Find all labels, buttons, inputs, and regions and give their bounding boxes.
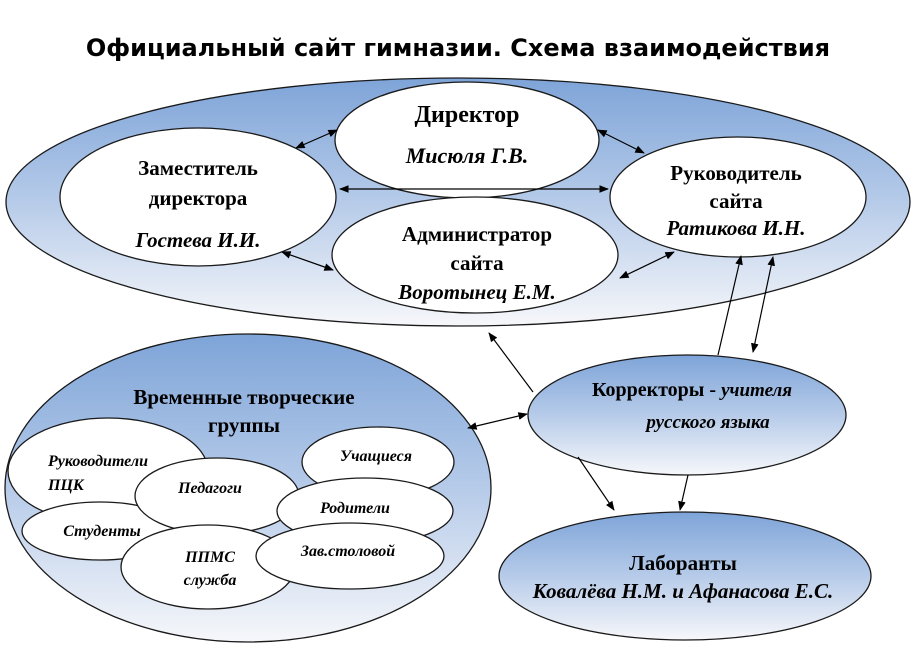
deputy-name: Гостева И.И. [135,228,261,252]
member-canteen-head: Зав.столовой [255,522,445,590]
member-ppms-service: ППМС служба [120,524,296,610]
site-admin-node: Администратор сайта Воротынец Е.М. [331,196,619,314]
site-head-node: Руководитель сайта Ратикова И.Н. [609,136,867,258]
member-label: Родители [319,500,390,517]
correctors-detail-line2: русского языка [644,412,770,433]
correctors-node: Корректоры - учителя русского языка [527,354,847,476]
arrow-correctors-to-leadership [488,332,534,393]
arrow-correctors-to-sitehead [717,255,743,356]
director-role: Директор [415,102,520,128]
member-label-line2: ПЦК [47,477,85,494]
site-admin-name: Воротынец Е.М. [397,280,556,304]
correctors-role: Корректоры [592,379,705,401]
member-label: Зав.столовой [300,543,395,560]
arrow-groups-correctors [467,412,528,430]
member-label: Учащиеся [340,448,412,465]
correctors-label: Корректоры - учителя [592,379,792,401]
arrow-deputy-siteadmin [281,251,334,271]
correctors-detail-line1: учителя [719,380,792,401]
member-label-line2: служба [184,572,237,589]
director-node: Директор Мисюля Г.В. [334,81,600,199]
arrow-deputy-director [295,129,338,149]
lab-assistants-node: Лаборанты Ковалёва Н.М. и Афанасова Е.С. [498,511,872,641]
member-label: Студенты [63,523,140,540]
director-name: Мисюля Г.В. [405,143,529,168]
site-head-role-line2: сайта [709,189,763,213]
lab-names: Ковалёва Н.М. и Афанасова Е.С. [532,579,834,603]
creative-groups-title-line1: Временные творческие [133,385,354,409]
arrow-correctors-to-lab-1 [577,456,615,511]
site-head-name: Ратикова И.Н. [665,216,805,240]
member-label-line1: Руководители [47,453,148,470]
deputy-role-line2: директора [149,186,248,210]
site-admin-role-line1: Администратор [402,222,552,246]
arrow-correctors-to-lab-2 [678,474,689,511]
correctors-separator: - [704,379,721,401]
deputy-role-line1: Заместитель [138,156,258,180]
site-admin-role-line2: сайта [450,251,504,275]
creative-groups-title-line2: группы [208,413,280,437]
member-label: Педагоги [177,480,242,497]
member-label-line1: ППМС [184,549,235,566]
deputy-director-node: Заместитель директора Гостева И.И. [59,127,337,267]
member-teachers: Педагоги [134,457,300,535]
lab-role: Лаборанты [629,551,737,575]
arrow-siteadmin-sitehead [619,251,675,279]
arrow-sitehead-correctors [751,256,775,353]
page-title: Официальный сайт гимназии. Схема взаимод… [86,34,830,62]
arrow-director-sitehead [597,129,645,154]
site-head-role-line1: Руководитель [670,161,801,185]
